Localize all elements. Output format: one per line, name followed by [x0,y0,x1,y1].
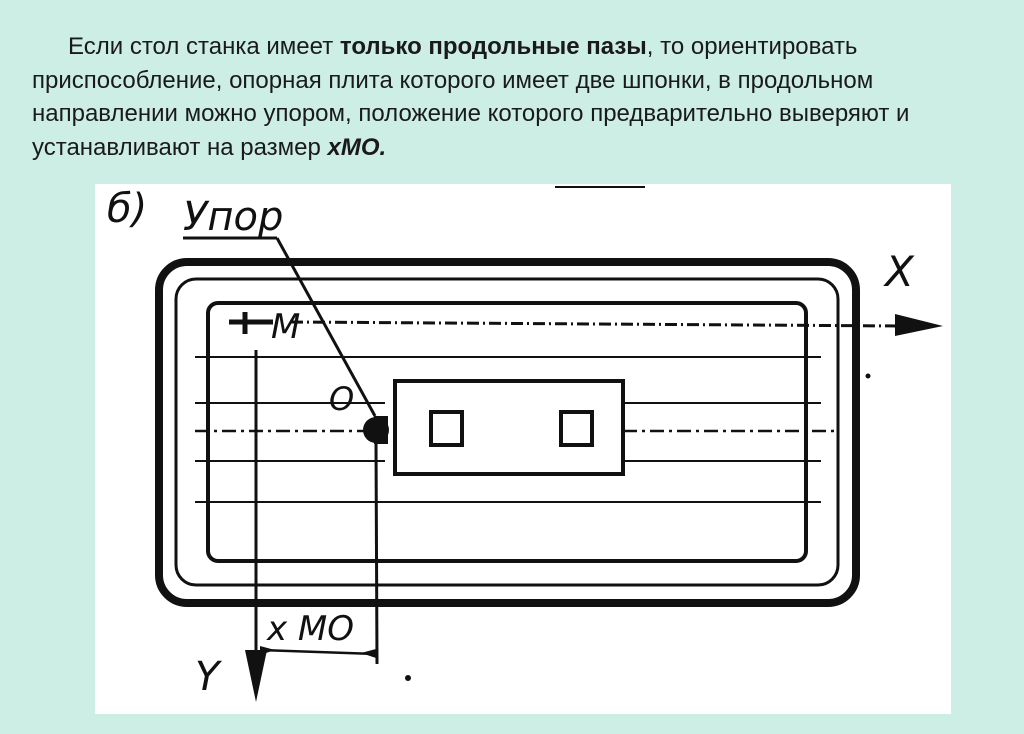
table-outer-border [155,258,860,607]
dimension-extension-line [374,441,379,665]
emphasis-dimension-xmo: xMO. [327,133,387,161]
axis-y-arrowhead [245,650,267,702]
stray-dot-bottom [405,675,411,681]
paragraph-text-2: , то ориентировать приспособление, опорн… [32,33,910,161]
emphasis-longitudinal-slots: только продольные пазы [339,33,647,60]
point-m-label: M [271,307,300,347]
dimension-arrow-left [260,646,275,655]
stray-dot-right [865,373,871,379]
panel-label: б) [107,186,147,232]
axis-x-line [290,320,904,328]
dimension-arrow-right [361,649,376,658]
table-middle-border [174,277,840,587]
fixture-key-right [559,410,594,447]
axis-x-label: X [883,247,915,296]
paragraph-text-1: Если стол станка имеет [68,33,340,60]
dimension-line [259,648,377,656]
axis-x-arrowhead [895,314,943,336]
fixture-drawing: X Y M б) Упор O x MO [95,184,951,714]
axis-y-label: Y [195,654,223,700]
description-paragraph: Если стол станка имеет только продольные… [32,30,1007,164]
fixture-key-left [429,410,464,447]
stop-body [374,416,388,444]
stop-label: Упор [183,194,283,240]
point-o-label: O [329,380,354,418]
fixture-drawing-svg: X Y M б) Упор O x MO [107,186,943,702]
dimension-label: x MO [266,609,354,649]
stop-leader-line [275,237,377,417]
